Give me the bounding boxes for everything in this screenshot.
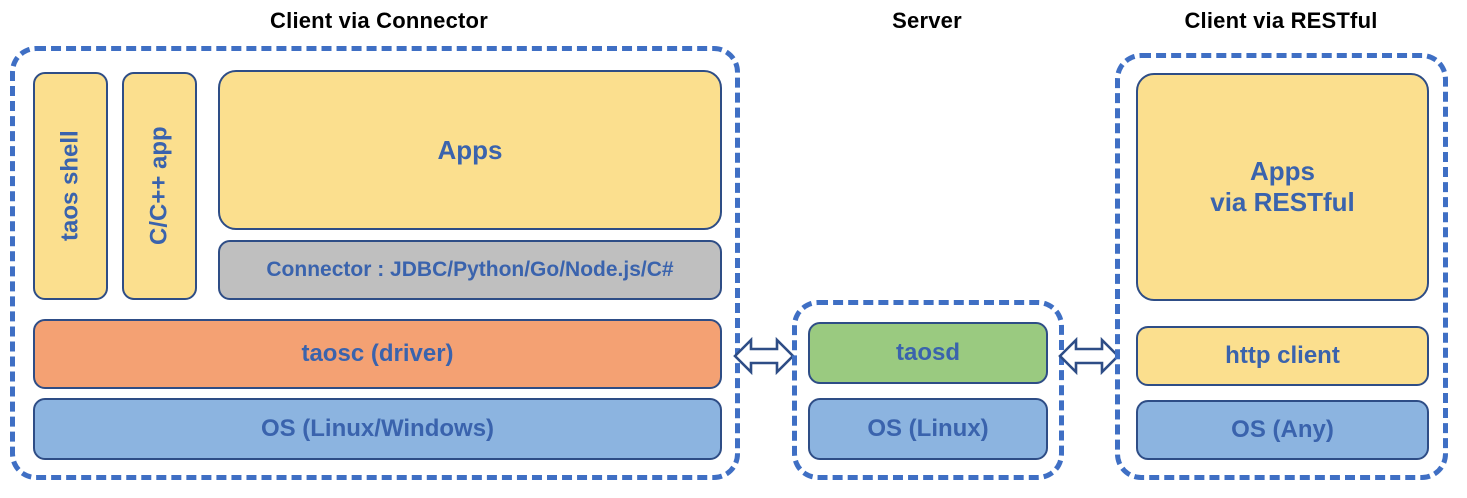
group-title-client-restful: Client via RESTful — [1184, 8, 1378, 33]
apps-via-restful-line2: via RESTful — [1210, 187, 1355, 217]
apps-via-restful-box[interactable]: Apps via RESTful — [1136, 73, 1429, 301]
server-container — [792, 300, 1064, 480]
c-cpp-app-box[interactable]: C/C++ app — [122, 72, 197, 300]
group-title-client-connector: Client via Connector — [270, 8, 488, 33]
apps-box[interactable]: Apps — [218, 70, 722, 230]
client-connector-container — [10, 46, 740, 480]
left-double-arrow-icon — [733, 328, 795, 384]
os-linux-windows-box[interactable]: OS (Linux/Windows) — [33, 398, 722, 460]
server-os-linux-box[interactable]: OS (Linux) — [808, 398, 1048, 460]
os-any-box[interactable]: OS (Any) — [1136, 400, 1429, 460]
client-restful-container — [1115, 53, 1448, 480]
taosc-driver-box[interactable]: taosc (driver) — [33, 319, 722, 389]
apps-via-restful-line1: Apps — [1249, 156, 1315, 187]
http-client-box[interactable]: http client — [1136, 326, 1429, 386]
group-title-server: Server — [892, 8, 962, 33]
taos-shell-box[interactable]: taos shell — [33, 72, 108, 300]
right-double-arrow-icon — [1058, 328, 1120, 384]
taosd-box[interactable]: taosd — [808, 322, 1048, 384]
connector-box[interactable]: Connector : JDBC/Python/Go/Node.js/C# — [218, 240, 722, 300]
